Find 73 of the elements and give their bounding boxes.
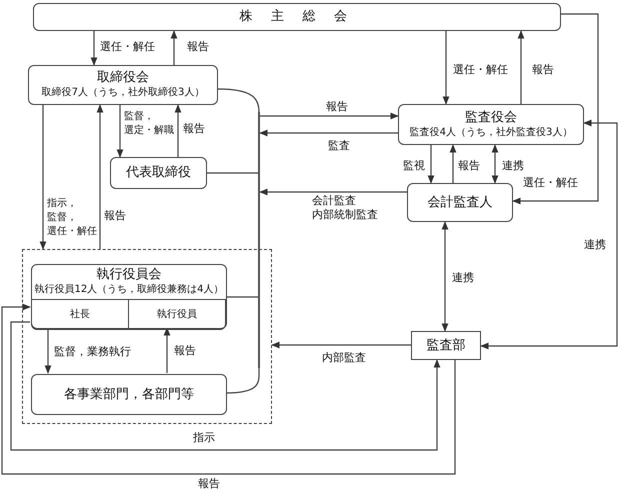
arrow: [442, 31, 450, 105]
process-box: [110, 157, 207, 189]
edge-label: 報告: [187, 40, 210, 54]
process-box: [407, 183, 513, 222]
board-box: [398, 104, 584, 145]
arrow: [480, 120, 618, 350]
edge-label: 内部監査: [322, 351, 367, 365]
board-box: [31, 264, 227, 329]
node-title: 監査役会: [465, 110, 517, 126]
edge-label: 連携: [452, 271, 475, 285]
node-title: 代表取締役: [126, 165, 191, 181]
arrow: [450, 144, 456, 183]
edge-label: 選任・解任: [453, 63, 509, 77]
arrow: [259, 188, 407, 196]
table-cell: [31, 299, 129, 330]
edge-label: 監視: [403, 159, 426, 173]
edge-label: 選任・解任: [523, 176, 579, 190]
arrow: [271, 342, 411, 348]
arrow: [174, 104, 182, 157]
edge-label: 指示: [193, 431, 216, 445]
arrow: [96, 104, 104, 249]
arrow: [116, 105, 124, 158]
table-cell: [128, 299, 226, 330]
edge-label: 報告: [104, 209, 127, 223]
arrow: [512, 13, 599, 204]
node-title: 執行役員会: [96, 267, 162, 283]
node-subtitle: 監査役4人（うち，社外監査役3人）: [410, 126, 572, 140]
node-title: 株 主 総 会: [240, 9, 354, 25]
header-box: [33, 3, 561, 31]
edge-label: 連携: [584, 238, 607, 252]
arrow: [170, 30, 178, 65]
edge-label: 報告: [174, 344, 197, 358]
dashed-group-box: [22, 249, 272, 424]
edge-label: 指示，監督，選任・解任: [47, 197, 98, 239]
edge-label: 報告: [198, 477, 221, 489]
edge-label: 会計監査内部統制監査: [312, 194, 379, 222]
connector-line: [218, 88, 260, 112]
edge-label: 監督，業務執行: [54, 345, 132, 359]
arrow: [428, 145, 434, 184]
arrow: [10, 321, 440, 451]
connector-line: [226, 368, 260, 394]
arrow: [492, 144, 498, 184]
arrow: [260, 112, 399, 120]
arrow: [259, 130, 398, 136]
node-title: 会計監査人: [428, 194, 492, 210]
node-subtitle: 執行役員12人（うち，取締役兼務は4人）: [34, 283, 224, 297]
edge-label: 監査: [328, 139, 351, 153]
edge-label: 報告: [458, 159, 481, 173]
edge-label: 連携: [502, 159, 525, 173]
arrow: [40, 105, 46, 250]
vertical-bus-line: [258, 112, 260, 368]
node-title: 取締役会: [97, 70, 149, 86]
node-title: 各事業部門，各部門等: [64, 386, 194, 402]
node-title: 社長: [70, 308, 90, 322]
edge-label: 選任・解任: [100, 40, 156, 54]
arrow: [518, 30, 524, 104]
edge-label: 監督，選定・解職: [124, 110, 175, 138]
edge-label: 報告: [326, 100, 349, 114]
node-title: 執行役員: [157, 308, 197, 322]
arrow: [90, 31, 98, 66]
arrow: [44, 328, 52, 374]
arrow: [1, 304, 456, 475]
edge-label: 報告: [183, 122, 206, 136]
board-box: [28, 65, 218, 105]
connector-line: [207, 172, 258, 174]
arrow: [442, 221, 448, 332]
process-box: [411, 331, 481, 360]
edge-label: 報告: [532, 63, 555, 77]
node-subtitle: 取締役7人（うち，社外取締役3人）: [42, 86, 204, 100]
arrow: [164, 327, 170, 373]
node-title: 監査部: [426, 338, 466, 354]
process-box: [31, 374, 227, 415]
connector-line: [226, 296, 258, 298]
